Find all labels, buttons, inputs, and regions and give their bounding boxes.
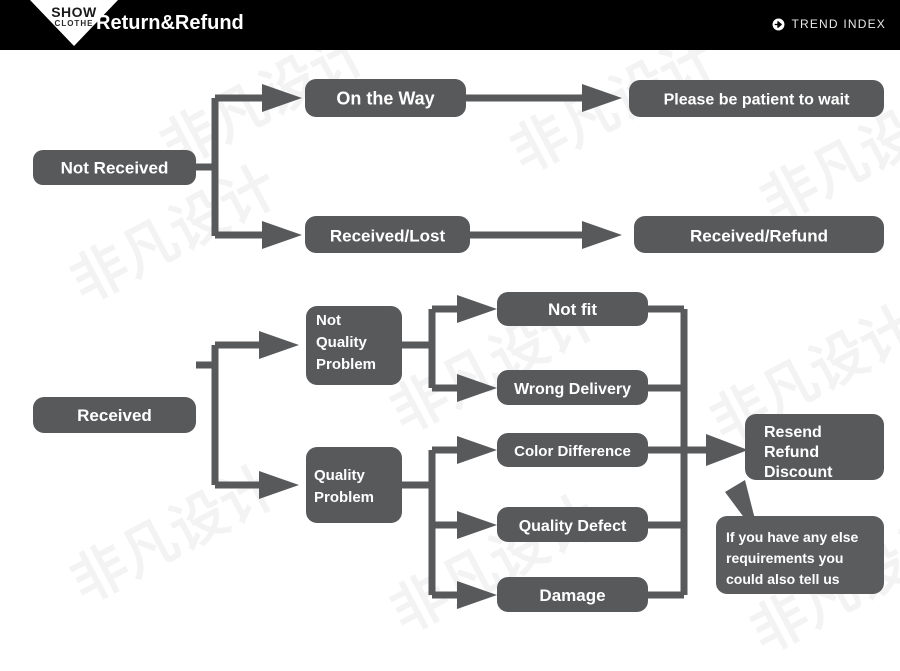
node-on-the-way[interactable]: On the Way <box>305 79 466 117</box>
node-label: Damage <box>539 586 605 605</box>
node-label: Received/Lost <box>330 227 446 246</box>
callout-line3: could also tell us <box>726 571 840 587</box>
node-label-line2: Refund <box>764 444 819 461</box>
node-not-quality-problem[interactable]: Not Quality Problem <box>306 306 402 385</box>
logo-primary-text: SHOW <box>51 4 97 20</box>
flowchart: Not Received On the Way Please be patien… <box>33 79 884 612</box>
node-label: Received/Refund <box>690 227 828 246</box>
title-bar: SHOW CLOTHE Return&Refund TREND INDEX <box>0 0 900 50</box>
node-label: Please be patient to wait <box>664 92 851 109</box>
connector-group-received <box>196 295 748 609</box>
node-label-line3: Discount <box>764 464 833 481</box>
node-wrong-delivery[interactable]: Wrong Delivery <box>497 370 648 405</box>
node-label: Not fit <box>548 300 597 319</box>
brand-name: TREND INDEX <box>791 17 886 31</box>
node-label-line1: Quality <box>314 467 366 484</box>
node-label-line1: Resend <box>764 424 822 441</box>
node-resolution[interactable]: Resend Refund Discount <box>745 414 884 481</box>
node-label-line2: Problem <box>314 489 374 506</box>
brand-logo: SHOW CLOTHE <box>30 0 118 50</box>
connector-group-not-received <box>196 84 622 249</box>
node-label: Not Received <box>61 159 169 178</box>
node-quality-defect[interactable]: Quality Defect <box>497 507 648 542</box>
node-color-difference[interactable]: Color Difference <box>497 433 648 467</box>
page-title: Return&Refund <box>96 12 244 34</box>
node-label-line2: Quality <box>316 334 368 351</box>
node-label: Quality Defect <box>519 518 627 535</box>
node-label-line1: Not <box>316 312 341 329</box>
callout-line2: requirements you <box>726 550 843 566</box>
node-label: Color Difference <box>514 443 631 460</box>
node-label-line3: Problem <box>316 356 376 373</box>
node-received-lost[interactable]: Received/Lost <box>305 216 470 253</box>
node-received[interactable]: Received <box>33 397 196 433</box>
node-damage[interactable]: Damage <box>497 577 648 612</box>
node-please-be-patient[interactable]: Please be patient to wait <box>629 80 884 117</box>
node-received-refund[interactable]: Received/Refund <box>634 216 884 253</box>
callout-note: If you have any else requirements you co… <box>716 480 884 594</box>
node-not-fit[interactable]: Not fit <box>497 292 648 326</box>
circle-arrow-right-icon <box>772 18 785 30</box>
node-label: Wrong Delivery <box>514 381 631 398</box>
node-label: On the Way <box>336 89 434 109</box>
node-quality-problem[interactable]: Quality Problem <box>306 447 402 523</box>
logo-secondary-text: CLOTHE <box>54 19 94 28</box>
node-not-received[interactable]: Not Received <box>33 150 196 185</box>
node-label: Received <box>77 406 152 425</box>
brand-mark: TREND INDEX <box>772 17 886 31</box>
callout-line1: If you have any else <box>726 529 858 545</box>
